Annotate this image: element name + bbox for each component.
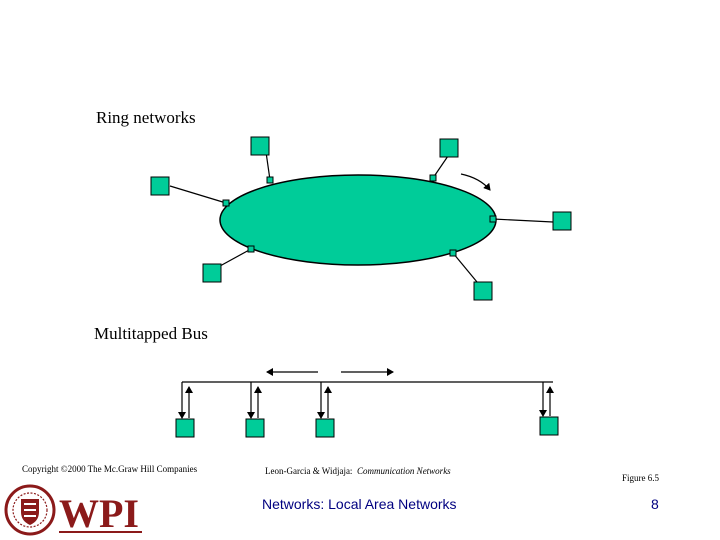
ring-links — [169, 151, 554, 283]
ring-tap — [222, 199, 230, 207]
multitapped-bus — [178, 368, 554, 419]
copyright-text: Copyright ©2000 The Mc.Graw Hill Compani… — [22, 464, 198, 474]
ring-direction-arrow — [460, 173, 491, 191]
bus-stations — [175, 416, 559, 438]
ring-tap — [266, 176, 274, 184]
ring-tap — [429, 174, 437, 182]
ring-networks-label: Ring networks — [96, 108, 196, 127]
wpi-seal-icon — [4, 484, 56, 536]
ring-taps — [222, 174, 497, 257]
multitapped-bus-label: Multitapped Bus — [94, 324, 208, 343]
ring-tap — [489, 215, 497, 223]
wpi-logo-text: WPI — [59, 491, 139, 536]
ring-station — [439, 138, 459, 158]
ring-station — [552, 211, 572, 231]
source-citation: Leon-Garcia & Widjaja: Communication Net… — [265, 466, 451, 476]
ring-network — [150, 136, 572, 301]
page-number: 8 — [651, 496, 659, 512]
ring-station — [473, 281, 493, 301]
ring-stations — [150, 136, 572, 301]
figure-label: Figure 6.5 — [622, 473, 659, 483]
ring-tap — [247, 245, 255, 253]
ring-tap — [449, 249, 457, 257]
source-book: Communication Networks — [356, 466, 451, 476]
ring-station — [150, 176, 170, 196]
bus-station — [245, 418, 265, 438]
slide-title: Networks: Local Area Networks — [262, 496, 457, 512]
bus-station — [539, 416, 559, 436]
wpi-logo: WPI — [4, 484, 142, 536]
source-authors: Leon-Garcia & Widjaja: — [265, 466, 353, 476]
bus-station — [175, 418, 195, 438]
bus-station — [315, 418, 335, 438]
ring-station — [202, 263, 222, 283]
ring-station — [250, 136, 270, 156]
